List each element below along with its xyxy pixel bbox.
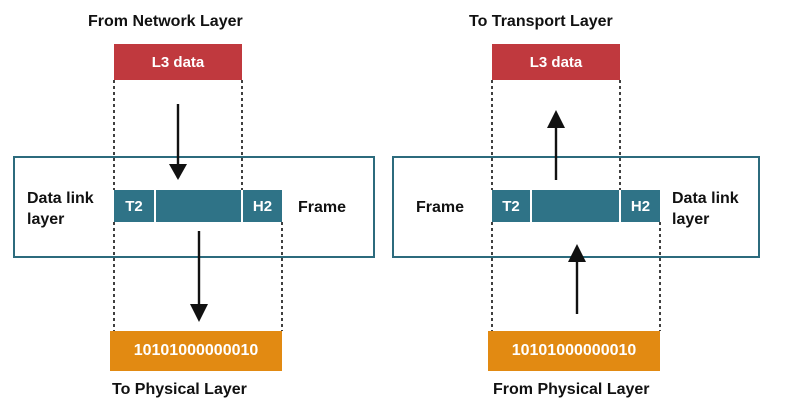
right-layer-label-line2: layer — [672, 211, 710, 228]
left-arrowhead-down-2 — [190, 304, 208, 322]
right-bottom-title: From Physical Layer — [493, 381, 650, 398]
right-layer-label: Data link layer — [672, 188, 739, 230]
left-layer-label: Data link layer — [27, 188, 94, 230]
right-arrowhead-up-1 — [547, 110, 565, 128]
left-frame-bar: T2 H2 — [114, 190, 282, 222]
right-frame-divider-2 — [619, 190, 621, 222]
left-bits-box: 10101000000010 — [110, 331, 282, 371]
right-l3-data-box: L3 data — [492, 44, 620, 80]
right-arrowhead-up-2 — [568, 244, 586, 262]
left-frame-label: Frame — [298, 199, 347, 216]
right-trailer-t2: T2 — [502, 197, 520, 215]
left-l3-data-box: L3 data — [114, 44, 242, 80]
left-layer-label-line2: layer — [27, 211, 65, 228]
right-top-title: To Transport Layer — [469, 13, 613, 30]
right-layer-label-line1: Data link — [672, 190, 739, 207]
left-arrowhead-down-1 — [169, 164, 187, 180]
right-frame-label: Frame — [416, 199, 465, 216]
left-frame-divider-1 — [154, 190, 156, 222]
right-header-h2: H2 — [630, 197, 651, 215]
left-frame-divider-2 — [241, 190, 243, 222]
left-bottom-title: To Physical Layer — [112, 381, 247, 398]
right-frame-divider-1 — [530, 190, 532, 222]
left-layer-label-line1: Data link — [27, 190, 94, 207]
right-bits-box: 10101000000010 — [488, 331, 660, 371]
left-top-title: From Network Layer — [88, 13, 243, 30]
left-header-h2: H2 — [252, 197, 273, 215]
right-frame-bar: T2 H2 — [492, 190, 660, 222]
left-trailer-t2: T2 — [125, 197, 143, 215]
